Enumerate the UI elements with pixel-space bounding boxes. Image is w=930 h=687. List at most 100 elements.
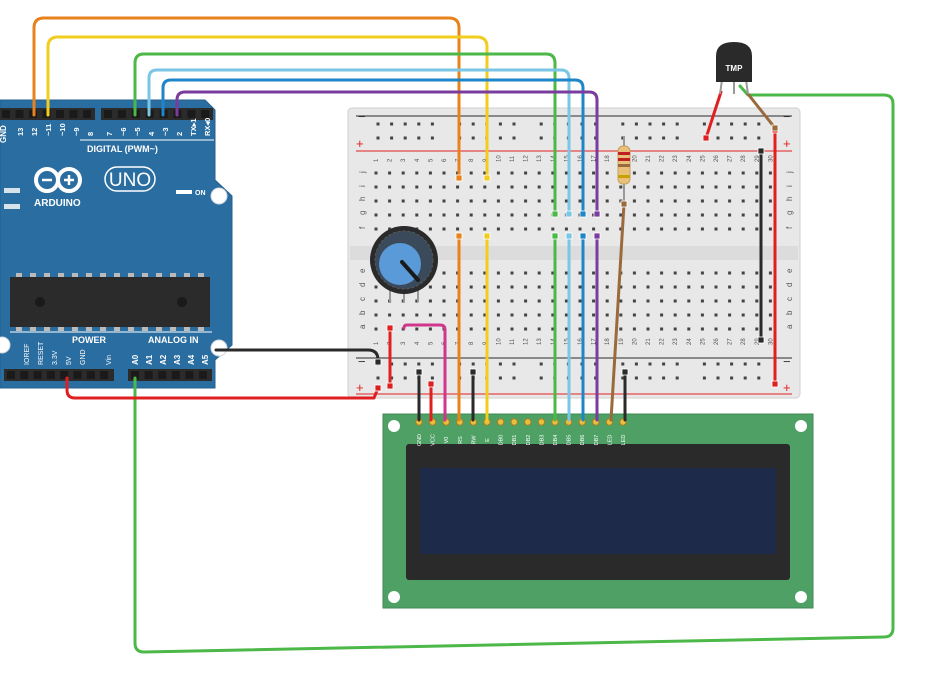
column-number: 11	[510, 338, 516, 345]
digital-pin-label: 2	[175, 132, 184, 136]
column-number: 1	[374, 158, 380, 162]
digital-pin-label: 12	[30, 128, 39, 136]
wire-green[interactable]	[133, 52, 557, 216]
digital-pin-label: ~11	[44, 124, 53, 136]
column-number: 17	[592, 155, 598, 162]
lcd-pin-label: LED	[621, 435, 627, 446]
chip-notch	[35, 297, 45, 307]
column-number: 18	[605, 338, 611, 345]
arduino-brand-text: ARDUINO	[34, 198, 81, 209]
column-number: 26	[714, 338, 720, 345]
column-number: 25	[700, 155, 706, 162]
lcd-pin-label: E	[485, 438, 491, 442]
mounting-hole	[210, 187, 228, 205]
wire-endpoints	[374, 124, 779, 392]
row-letter: d	[785, 283, 794, 287]
digital-pin-label: ~10	[58, 123, 67, 136]
lcd-pin-label: RW	[471, 435, 477, 445]
column-number: 5	[428, 158, 434, 162]
column-number: 15	[564, 155, 570, 162]
column-number: 22	[660, 155, 666, 162]
wire-orange[interactable]	[32, 16, 461, 180]
column-number: 22	[660, 338, 666, 345]
column-number: 24	[687, 338, 693, 345]
rx-led	[4, 204, 20, 209]
lcd-pin[interactable]	[496, 418, 505, 426]
lcd-pin[interactable]	[510, 418, 518, 426]
column-number: 19	[619, 338, 625, 345]
mounting-hole	[388, 420, 400, 432]
column-number: 20	[632, 338, 638, 345]
wire-lightblue[interactable]	[147, 68, 571, 216]
row-letter: h	[358, 197, 367, 201]
arduino-infinity-logo	[34, 167, 82, 193]
wire-brown-sensor[interactable]	[746, 92, 777, 130]
lcd-pin-label: DB7	[594, 435, 600, 446]
column-number: 26	[714, 155, 720, 162]
column-number: 12	[524, 155, 530, 162]
wire-brown[interactable]	[609, 202, 626, 422]
wire-red-sensor[interactable]	[704, 90, 723, 140]
column-number: 11	[510, 155, 516, 162]
wire-yellow[interactable]	[46, 35, 489, 180]
row-letter: g	[358, 211, 367, 215]
wire-blue[interactable]	[161, 78, 585, 216]
potentiometer[interactable]	[370, 226, 438, 302]
lcd-pin-label: LED	[607, 435, 613, 446]
tx-led	[4, 188, 20, 193]
analog-pin-label: A0	[131, 354, 140, 365]
lcd-pin-label: DB1	[512, 435, 518, 446]
power-pin-label: 5V	[66, 356, 73, 365]
column-number: 23	[673, 338, 679, 345]
column-number: 23	[673, 155, 679, 162]
digital-pin-label: ~6	[119, 127, 128, 136]
digital-pin-label: RX◂0	[203, 118, 212, 136]
column-number: 8	[469, 158, 475, 162]
wire-pink[interactable]	[402, 323, 447, 422]
digital-pin-label: ~3	[161, 127, 170, 136]
analog-pin-label: A4	[187, 354, 196, 365]
row-letter: d	[358, 283, 367, 287]
column-number: 30	[768, 338, 774, 345]
wire-green-sensor[interactable]	[133, 84, 895, 654]
analog-pin-label: A2	[159, 354, 168, 365]
column-number: 5	[428, 341, 434, 345]
chip-notch	[177, 297, 187, 307]
temperature-sensor[interactable]: TMP	[716, 42, 752, 95]
row-letter: c	[358, 297, 367, 301]
uno-badge	[104, 166, 156, 192]
column-number: 20	[632, 155, 638, 162]
resistor[interactable]	[617, 136, 631, 204]
column-number: 12	[524, 338, 530, 345]
rail-minus-label: −	[783, 109, 791, 124]
column-number: 16	[578, 338, 584, 345]
row-letter: e	[785, 268, 794, 273]
wires	[32, 16, 895, 654]
analog-pin-label: A1	[145, 354, 154, 365]
column-number: 28	[741, 338, 747, 345]
wire-purple[interactable]	[175, 90, 599, 216]
mounting-hole	[210, 339, 228, 357]
analog-header-label: ANALOG IN	[148, 335, 199, 345]
rail-plus-label: +	[783, 136, 791, 151]
wire-red-5v[interactable]	[65, 376, 380, 400]
rail-minus-label: −	[783, 354, 791, 369]
row-letter: a	[785, 324, 794, 329]
column-number: 28	[741, 155, 747, 162]
lcd-pin-label: GND	[417, 434, 423, 446]
column-number: 13	[537, 338, 543, 345]
digital-pin-label: 4	[147, 131, 156, 136]
digital-pin-label: ~5	[133, 127, 142, 136]
column-number: 25	[700, 338, 706, 345]
power-pin-label: GND	[80, 349, 87, 365]
row-letter: f	[358, 226, 367, 229]
row-letter: i	[785, 185, 794, 187]
power-led	[176, 190, 192, 194]
lcd-pin[interactable]	[524, 418, 532, 426]
lcd-pin[interactable]	[537, 418, 546, 426]
column-number: 29	[755, 155, 761, 162]
digital-pin-label: 7	[105, 132, 114, 136]
